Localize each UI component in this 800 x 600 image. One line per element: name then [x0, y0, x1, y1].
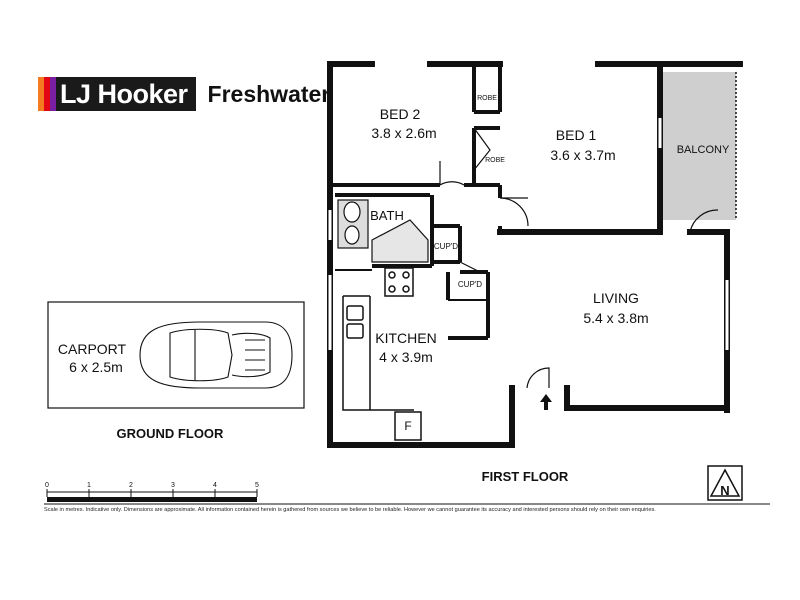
logo-color-bars [38, 77, 56, 111]
cupd1-name: CUP'D [434, 242, 458, 251]
scale-tick-1: 1 [87, 482, 91, 489]
carport-outline [47, 301, 305, 409]
first-floor-label: FIRST FLOOR [482, 469, 569, 484]
bed1-name: BED 1 [556, 127, 597, 143]
north-arrow-icon: N [707, 465, 743, 501]
office-name: Freshwater [207, 80, 331, 107]
living-size: 5.4 x 3.8m [583, 310, 648, 326]
robe2-name: ROBE [485, 157, 505, 164]
fridge-box [394, 411, 422, 441]
scale-tick-4: 4 [213, 482, 217, 489]
kitchen-bench [342, 267, 422, 441]
kitchen-size: 4 x 3.9m [379, 349, 433, 365]
robe1-name: ROBE [477, 95, 497, 102]
logo-wordmark: LJ Hooker [56, 77, 196, 111]
scale-tick-5: 5 [255, 482, 259, 489]
entry-arrow [540, 394, 552, 410]
car-drawing [139, 321, 293, 389]
brand-logo: LJ Hooker Freshwater [38, 77, 330, 111]
ground-floor-label: GROUND FLOOR [117, 426, 224, 441]
scale-bar: 0 1 2 3 4 5 [45, 482, 259, 502]
scale-tick-3: 3 [171, 482, 175, 489]
carport-name: CARPORT [58, 341, 127, 357]
cupd2-name: CUP'D [458, 280, 482, 289]
bed2-name: BED 2 [380, 106, 421, 122]
carport-size: 6 x 2.5m [69, 359, 123, 375]
bath-name: BATH [370, 208, 404, 223]
balcony-name: BALCONY [677, 144, 730, 156]
internal-walls [330, 64, 502, 340]
kitchen-name: KITCHEN [375, 330, 436, 346]
living-name: LIVING [593, 290, 639, 306]
disclaimer-text: Scale in metres. Indicative only. Dimens… [44, 507, 656, 513]
bed1-size: 3.6 x 3.7m [550, 147, 615, 163]
balcony-area [663, 72, 736, 220]
doors [439, 127, 719, 389]
bath-fixtures [337, 199, 429, 263]
scale-tick-2: 2 [129, 482, 133, 489]
windows [328, 118, 729, 350]
bed2-size: 3.8 x 2.6m [371, 125, 436, 141]
scale-tick-0: 0 [45, 482, 49, 489]
north-label: N [720, 483, 729, 498]
fridge-label: F [404, 419, 411, 433]
